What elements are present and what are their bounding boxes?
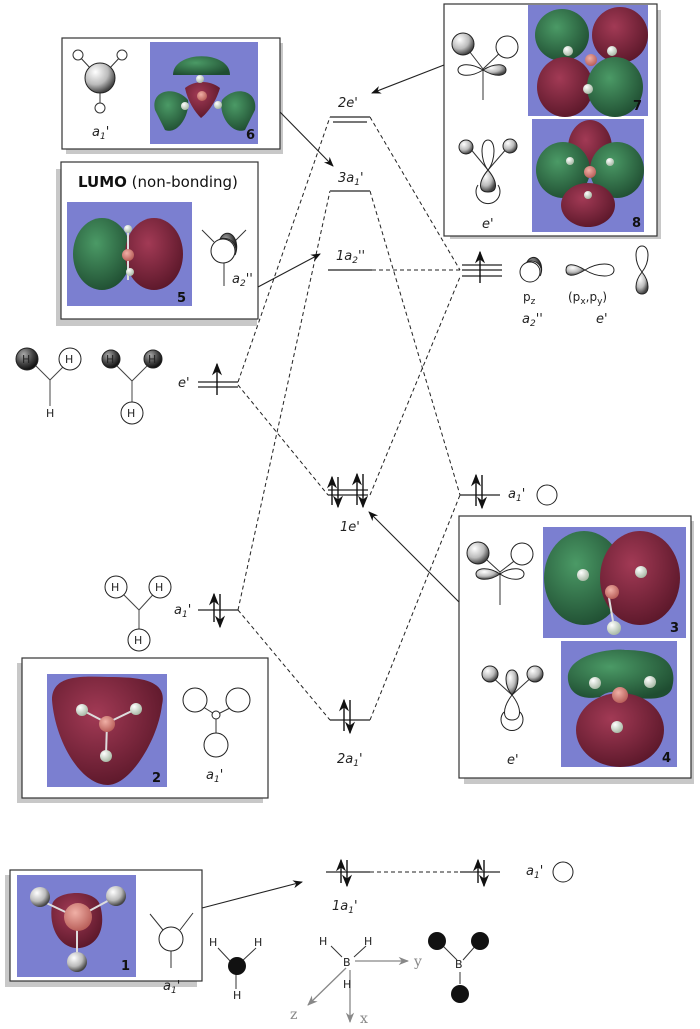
h3-fragment-sketch: H H H <box>209 936 262 1002</box>
a1-label-1s: a1' <box>526 864 543 881</box>
pointer-arrows <box>201 64 460 909</box>
coordinate-axes: H H B y z x H <box>290 935 422 1027</box>
electron-pair-icon <box>326 472 369 509</box>
h3-salc-a1: H H H <box>104 575 172 652</box>
mo-label-3a1: 3a1' <box>338 171 364 188</box>
a1-label-2s: a1' <box>508 487 525 504</box>
mo-level-1a2: 1a2'' <box>328 249 372 271</box>
h-atom-label: H <box>106 353 114 366</box>
box78-sym-label: e' <box>482 217 494 232</box>
mo-label-1a1: 1a1' <box>332 899 358 916</box>
box34-sym-label: e' <box>507 753 519 768</box>
h-atom-label: H <box>233 989 241 1002</box>
boron-1s-level: a1' <box>460 858 574 888</box>
electron-pair-icon <box>470 473 488 510</box>
boron-2s-level: a1' <box>460 473 558 510</box>
pz-label: pz <box>523 290 536 307</box>
h3-e-level: e' <box>178 362 238 395</box>
h-atom-label: H <box>155 581 163 594</box>
h-atom-label: H <box>134 634 142 647</box>
h-atom-label: H <box>111 581 119 594</box>
box2-number: 2 <box>152 771 161 786</box>
h-atom-label: H <box>343 978 351 991</box>
e-label-left: e' <box>178 376 190 391</box>
h-atom-label: H <box>254 936 262 949</box>
arrow-box34-to-1e <box>368 511 460 603</box>
box1-sym-label: a1' <box>163 979 180 996</box>
mo-box-1: 1 a1' <box>5 869 203 996</box>
mo-level-1e: 1e' <box>326 472 369 535</box>
mo-label-1e: 1e' <box>340 520 360 535</box>
b-atom-label: B <box>455 958 463 971</box>
pz-orbital-icon <box>519 256 543 283</box>
h-atom-label: H <box>209 936 217 949</box>
h-atom-label: H <box>65 353 73 366</box>
z-axis-arrow <box>307 967 347 1006</box>
h3-salc-e1: H H H <box>15 347 82 420</box>
mo-box-2: 2 a1' <box>17 657 269 803</box>
box1-number: 1 <box>121 959 130 974</box>
b-atom-label: B <box>343 956 351 969</box>
box7-number: 7 <box>633 99 642 114</box>
arrow-box6-to-3a1 <box>279 111 334 167</box>
boron-p-levels: pz a2'' (px,py) e' <box>462 245 649 329</box>
arrow-box78-to-2e <box>371 64 445 94</box>
py-orbital-icon <box>635 245 649 295</box>
pz-orbital-icon <box>210 232 238 264</box>
y-axis-label: y <box>413 954 422 970</box>
e-label-right: e' <box>596 312 608 327</box>
mo-label-2a1: 2a1' <box>337 752 363 769</box>
box5-number: 5 <box>177 291 186 306</box>
s-orbital-icon <box>84 62 116 94</box>
z-axis-label: z <box>290 1007 297 1023</box>
box4-number: 4 <box>662 751 671 766</box>
h-atom-label: H <box>319 935 327 948</box>
electron-pair-icon <box>208 592 226 629</box>
box3-number: 3 <box>670 621 679 636</box>
box6-sym-label: a1' <box>92 125 109 142</box>
h-atom-label: H <box>22 353 30 366</box>
box8-number: 8 <box>632 216 641 231</box>
h-atom-label: H <box>148 353 156 366</box>
mo-box-6: a1' 6 <box>61 37 283 154</box>
a1-label-left: a1' <box>174 603 191 620</box>
mo-box-7-8: 7 e' 8 <box>443 3 661 239</box>
px-orbital-icon <box>565 263 615 277</box>
box6-number: 6 <box>246 128 255 143</box>
mo-box-5-lumo: LUMO (non-bonding) 5 a2'' <box>56 161 259 326</box>
h3-a1-level: a1' <box>174 592 238 629</box>
mo-level-3a1: 3a1' <box>330 171 370 192</box>
electron-pair-icon <box>472 858 490 888</box>
mo-box-3-4: 3 e' 4 <box>458 515 694 784</box>
mo-level-1a1: 1a1' <box>326 858 370 916</box>
arrow-box1-to-1a1 <box>201 880 303 909</box>
mo-level-2a1: 2a1' <box>330 698 370 769</box>
h-atom-label: H <box>364 935 372 948</box>
box2-sym-label: a1' <box>206 768 223 785</box>
h-atom-label: H <box>127 407 135 420</box>
h3-salc-e2: H H H <box>101 349 163 425</box>
electron-pair-icon <box>335 858 353 888</box>
s-orbital-icon <box>552 861 574 883</box>
x-axis-label: x <box>360 1011 368 1027</box>
h-atom-label: H <box>46 407 54 420</box>
mo-level-2e: 2e' <box>330 96 370 123</box>
lumo-title: LUMO (non-bonding) <box>78 173 238 191</box>
mo-label-1a2: 1a2'' <box>336 249 365 266</box>
s-orbital-icon <box>536 484 558 506</box>
box5-sym-label: a2'' <box>232 272 253 289</box>
a2-label-right: a2'' <box>522 312 543 329</box>
mo-label-2e: 2e' <box>338 96 358 111</box>
arrow-box5-to-1a2 <box>257 253 321 288</box>
pxpy-label: (px,py) <box>568 290 607 307</box>
boron-salc-sketch: B <box>428 932 489 1003</box>
electron-pair-icon <box>338 698 356 735</box>
